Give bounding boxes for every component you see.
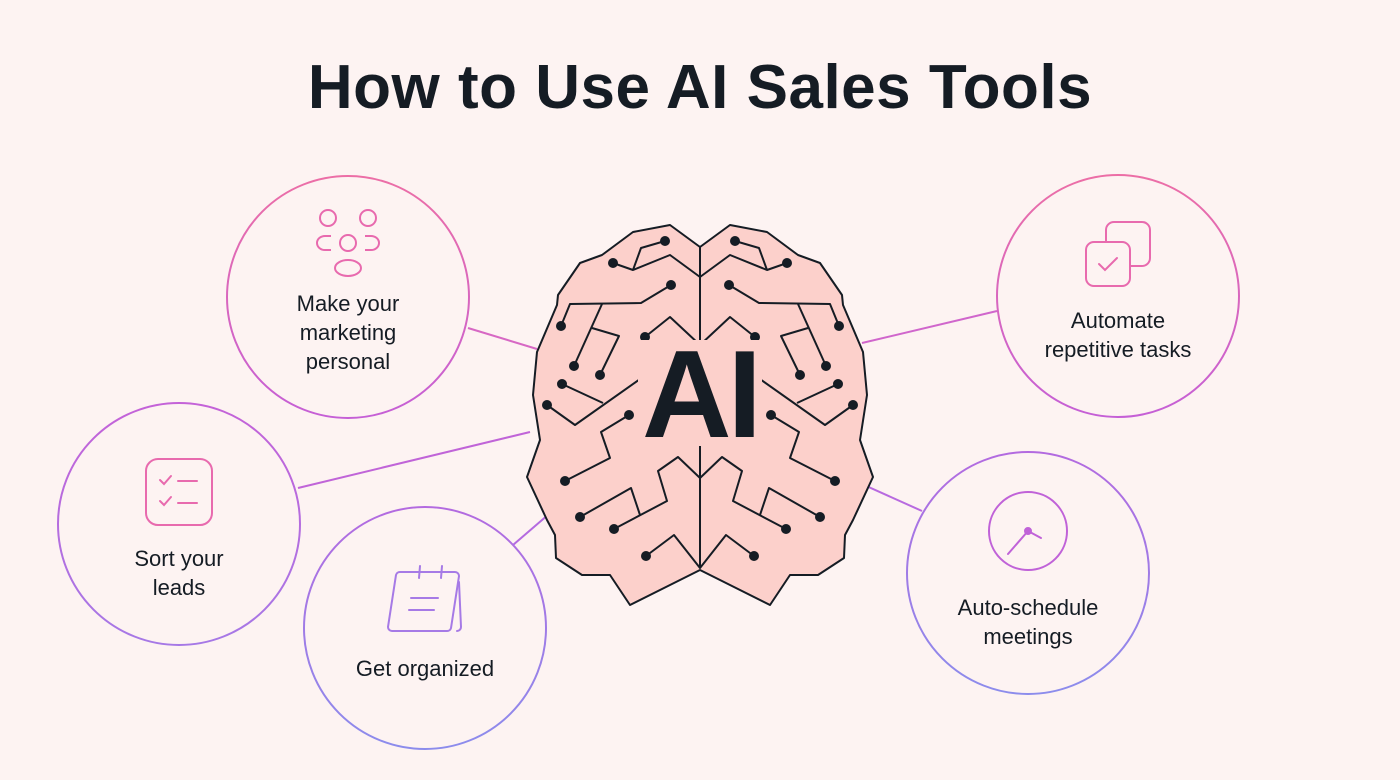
node-label: Get organized — [303, 654, 547, 683]
node-circle — [996, 174, 1240, 418]
node-label: Make your marketing personal — [226, 289, 470, 376]
label-line: personal — [305, 349, 391, 374]
node-label: Automate repetitive tasks — [996, 306, 1240, 364]
notepad-icon — [386, 565, 463, 632]
label-line: leads — [152, 575, 206, 600]
label-line: Sort your — [134, 546, 224, 571]
label-line: marketing — [299, 320, 397, 345]
brain-illustration — [526, 224, 874, 606]
node-label: Auto-schedule meetings — [906, 593, 1150, 651]
node-circle — [906, 451, 1150, 695]
brain-ai-label: AI — [642, 326, 762, 464]
label-line: Get organized — [355, 656, 495, 681]
node-sort-leads: Sort your leads — [57, 402, 301, 646]
label-line: meetings — [983, 624, 1073, 649]
node-get-organized: Get organized — [303, 506, 547, 750]
circuit-nodes — [542, 236, 858, 561]
node-circle — [226, 175, 470, 419]
node-label: Sort your leads — [57, 544, 301, 602]
circuit-traces — [546, 240, 854, 569]
page-title: How to Use AI Sales Tools — [307, 53, 1093, 122]
checklist-icon — [145, 458, 213, 526]
people-group-icon — [316, 209, 380, 277]
label-line: Automate — [1070, 308, 1166, 333]
ai-label-backdrop — [638, 340, 762, 446]
node-circles — [57, 174, 1240, 750]
stacked-check-icon — [1085, 221, 1151, 287]
clock-icon — [988, 491, 1068, 571]
node-circle — [303, 506, 547, 750]
label-line: repetitive tasks — [1044, 337, 1192, 362]
label-line: Make your — [296, 291, 400, 316]
connector-line — [297, 431, 531, 489]
node-automate-tasks: Automate repetitive tasks — [996, 174, 1240, 418]
connector-lines — [297, 310, 998, 546]
node-auto-schedule-meetings: Auto-schedule meetings — [906, 451, 1150, 695]
node-circle — [57, 402, 301, 646]
node-make-marketing-personal: Make your marketing personal — [226, 175, 470, 419]
connector-line — [467, 327, 538, 350]
label-line: Auto-schedule — [957, 595, 1099, 620]
connector-line — [861, 310, 998, 344]
